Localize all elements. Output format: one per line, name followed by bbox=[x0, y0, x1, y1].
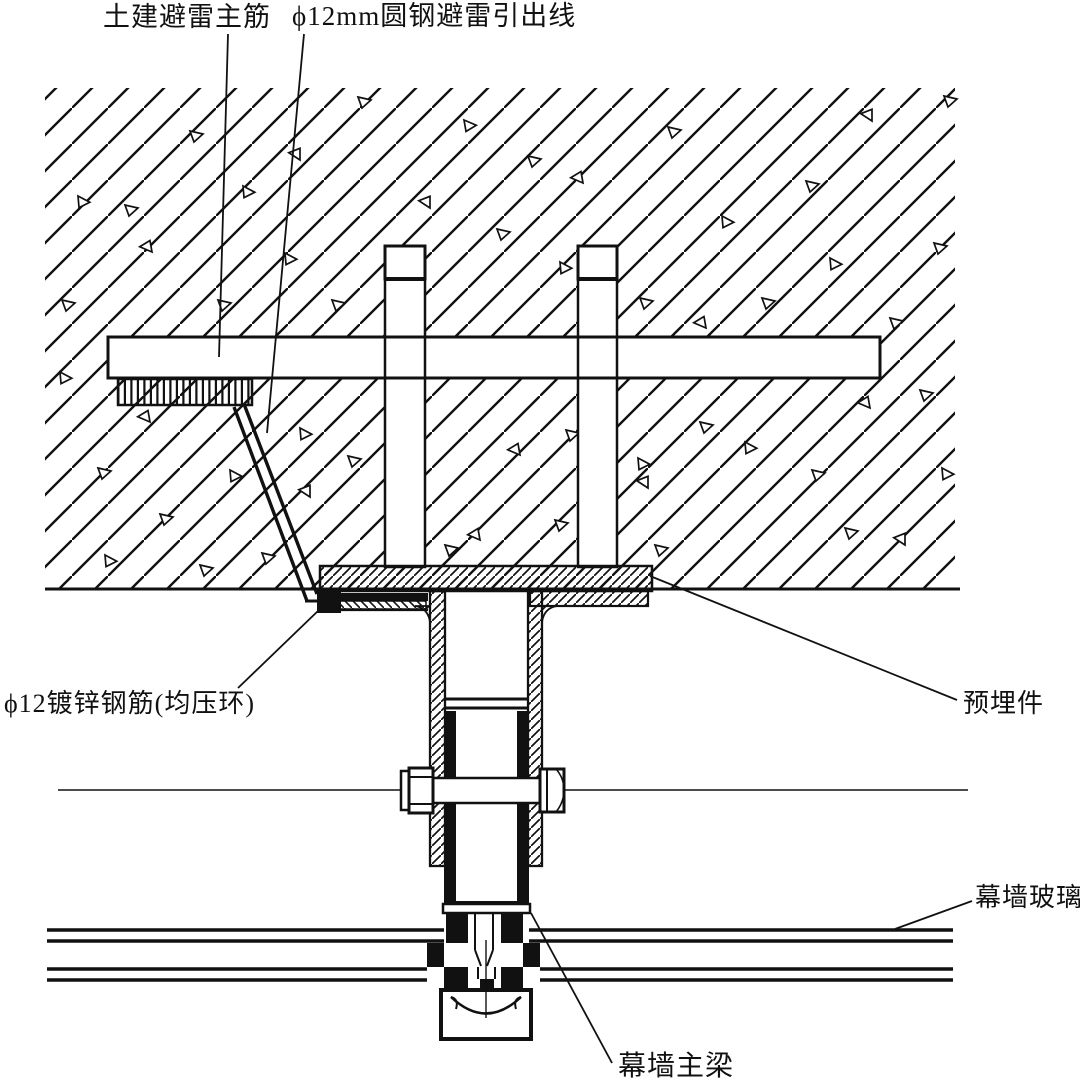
leader-lines bbox=[218, 33, 973, 1064]
cover-cap bbox=[439, 940, 533, 1041]
gasket-right bbox=[523, 943, 540, 967]
leader-lead-wire bbox=[266, 33, 305, 434]
glazing-pocket bbox=[427, 913, 540, 990]
bracket-stem-left bbox=[428, 589, 447, 868]
label-equalizing-ring: ϕ12镀锌钢筋(均压环) bbox=[4, 689, 256, 718]
rebar-bar-fill bbox=[108, 337, 880, 378]
bracket-stem-right bbox=[526, 589, 544, 868]
rebar-weld-strip bbox=[116, 377, 254, 407]
anchor-stud-left bbox=[383, 244, 427, 569]
bracket-left-flange-weld bbox=[317, 590, 431, 623]
gasket-left bbox=[427, 943, 444, 967]
curtain-wall-glass bbox=[47, 928, 953, 982]
bolt-shaft bbox=[431, 776, 542, 805]
leader-embed-part bbox=[649, 575, 958, 701]
bracket-right-flange bbox=[528, 589, 650, 623]
anchor-stud-right bbox=[576, 244, 619, 569]
rebar-bar bbox=[106, 335, 882, 380]
screw-tip bbox=[480, 979, 494, 990]
anchor-stud-heads bbox=[383, 244, 619, 281]
label-embed-part: 预埋件 bbox=[963, 689, 1045, 718]
bolt-assembly bbox=[58, 766, 968, 815]
mullion-cap-plate bbox=[441, 901, 532, 915]
mullion-core bbox=[444, 697, 529, 902]
bolt-head bbox=[407, 766, 435, 815]
label-lead-wire: ϕ12mm圆钢避雷引出线 bbox=[292, 1, 577, 31]
label-mullion: 幕墙主梁 bbox=[618, 1051, 735, 1082]
leader-glass bbox=[894, 900, 973, 930]
leader-mullion bbox=[530, 912, 613, 1064]
label-glass: 幕墙玻璃 bbox=[975, 883, 1080, 912]
leader-equalizing-ring bbox=[237, 609, 320, 689]
label-rebar: 土建避雷主筋 bbox=[103, 2, 271, 32]
embed-plate bbox=[318, 564, 654, 593]
leader-rebar bbox=[218, 33, 229, 358]
